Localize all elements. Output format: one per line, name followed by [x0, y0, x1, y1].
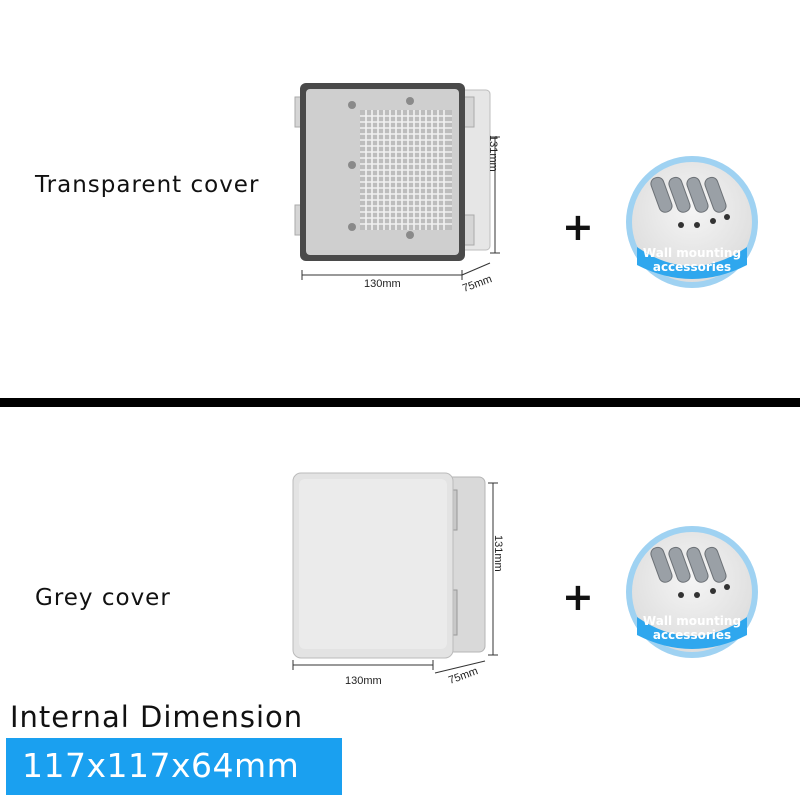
internal-dimension-title: Internal Dimension — [10, 700, 304, 734]
section-divider — [0, 398, 800, 407]
accessory-caption-line1: Wall mounting — [642, 246, 742, 260]
accessory-caption: Wall mounting accessories — [631, 614, 753, 642]
wall-mounting-accessories-image — [626, 156, 758, 288]
transparent-box-image — [294, 83, 500, 280]
wall-mounting-accessories-image — [626, 526, 758, 658]
plus-sign: + — [562, 205, 594, 249]
accessory-caption-line2: accessories — [652, 260, 732, 274]
height-dimension: 131mm — [492, 535, 504, 572]
accessory-caption: Wall mounting accessories — [631, 246, 753, 274]
accessory-caption-line2: accessories — [652, 628, 732, 642]
width-dimension: 130mm — [345, 675, 382, 687]
accessory-caption-line1: Wall mounting — [642, 614, 742, 628]
height-dimension: 131mm — [487, 135, 499, 172]
transparent-cover-label: Transparent cover — [35, 172, 260, 198]
internal-dimension-value: 117x117x64mm — [22, 746, 300, 785]
grey-cover-label: Grey cover — [35, 585, 171, 611]
internal-dimension-badge — [6, 738, 342, 795]
plus-sign: + — [562, 575, 594, 619]
width-dimension: 130mm — [364, 278, 401, 290]
grey-box-image — [292, 472, 498, 674]
